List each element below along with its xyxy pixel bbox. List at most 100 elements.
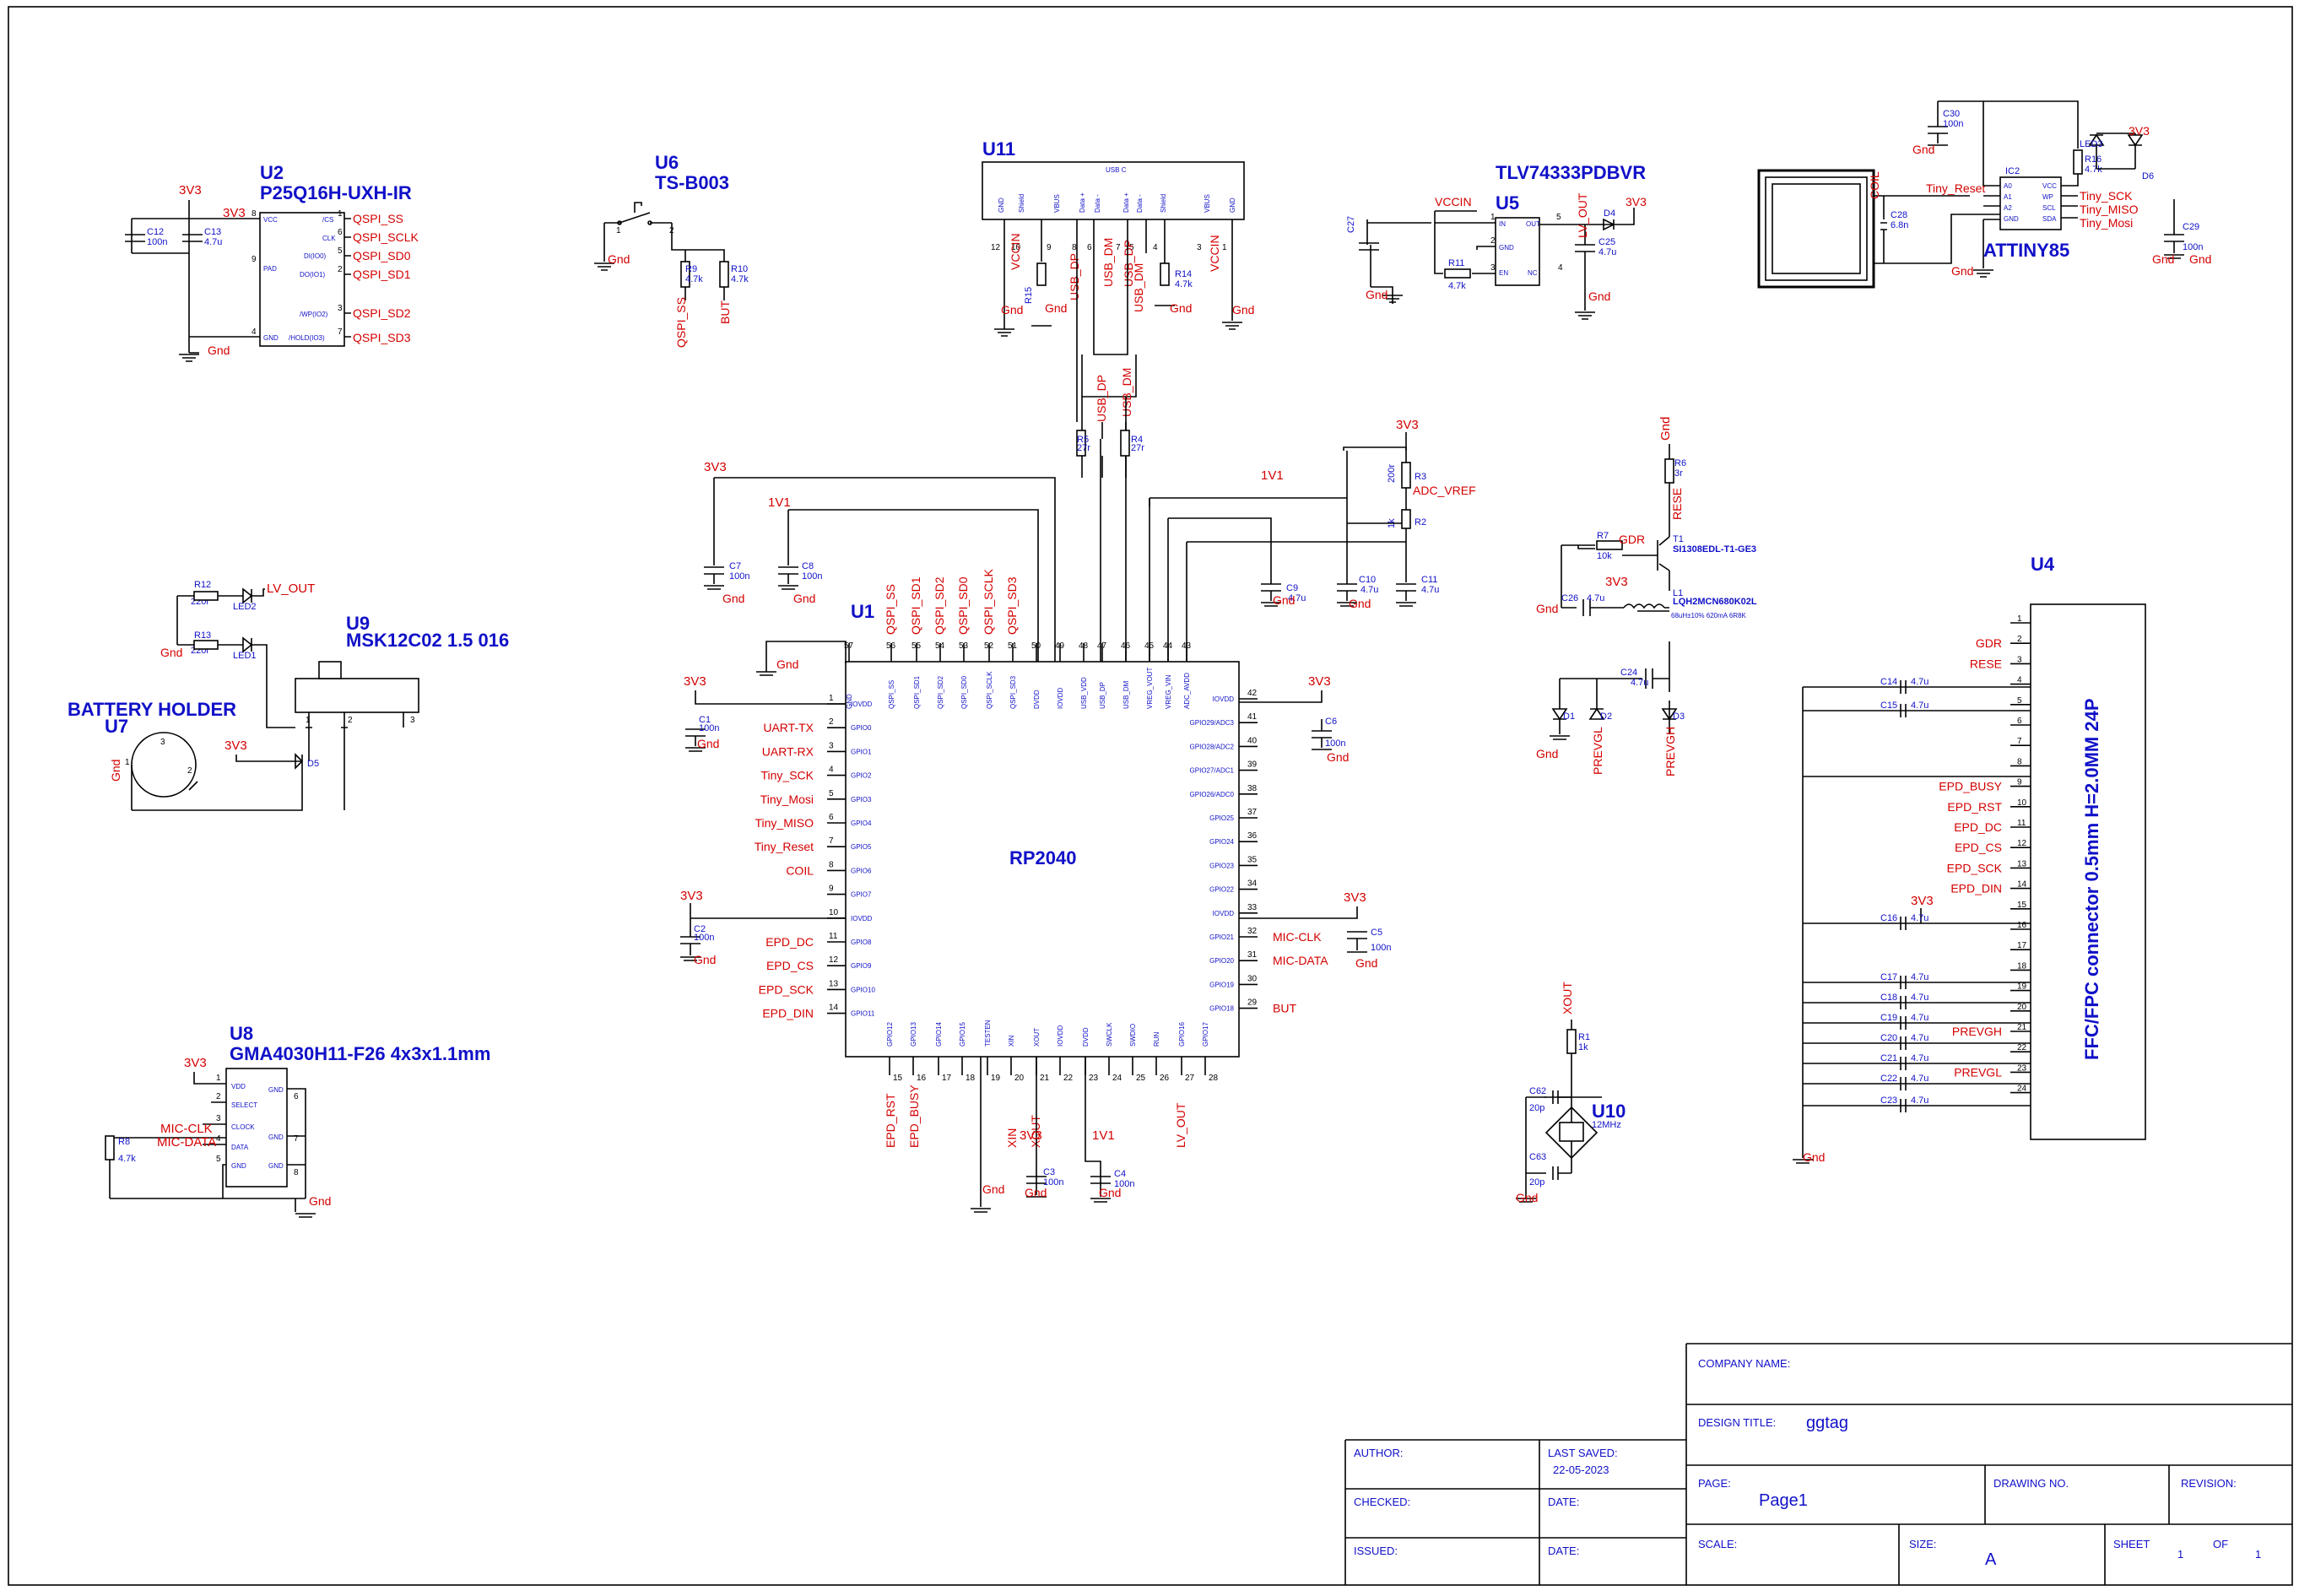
- ic2-net-sck: Tiny_SCK: [2080, 189, 2133, 203]
- u1-pin-name: GPIO27/ADC1: [1190, 767, 1235, 775]
- u4-cap-ref: C20: [1880, 1033, 1897, 1043]
- u1-pin-name: GPIO5: [851, 843, 872, 851]
- u1-pin-name: GPIO10: [851, 986, 875, 993]
- u8-part: GMA4030H11-F26 4x3x1.1mm: [230, 1043, 490, 1064]
- u1-pin-name: USB_DM: [1122, 680, 1130, 709]
- u1-rp2040: U1 RP2040 1IOVDD2GPIO03GPIO14GPIO25GPIO3…: [755, 569, 1329, 1148]
- u2-pin-vcc: VCC: [263, 216, 278, 224]
- tb-design-value: ggtag: [1806, 1414, 1848, 1432]
- svg-text:8: 8: [294, 1168, 299, 1177]
- svg-text:3: 3: [160, 738, 165, 747]
- u1-net-left: Tiny_Reset: [755, 840, 814, 853]
- u1-pin-number: 51: [1008, 641, 1018, 651]
- u4-net: EPD_CS: [1955, 841, 2002, 854]
- r9-val: 4.7k: [685, 274, 703, 284]
- tb-sheet-value: 1: [2177, 1548, 2183, 1561]
- u5-lvout: LV_OUT: [1576, 192, 1589, 238]
- u1-pin-name: IOVDD: [1057, 687, 1064, 709]
- u1-pin-name: ADC_AVDD: [1183, 673, 1191, 709]
- u4-cap-symbol: [1900, 1099, 1907, 1112]
- c6-3v3: 3V3: [1308, 674, 1331, 689]
- u2-net-qspi-sd1: QSPI_SD1: [353, 268, 411, 281]
- adc-vref-label: ADC_VREF: [1413, 484, 1476, 497]
- ic2-pin-vcc: VCC: [2042, 182, 2057, 190]
- tb-drawing-label: DRAWING NO.: [1993, 1477, 2069, 1490]
- u6-net-qspi-ss: QSPI_SS: [674, 297, 688, 348]
- u2-pin-do: DO(IO1): [300, 271, 326, 279]
- c5-ref: C5: [1371, 928, 1382, 938]
- svg-text:2: 2: [1490, 236, 1496, 246]
- u4-cap-ref: C23: [1880, 1096, 1897, 1106]
- ic2-attiny: COIL C28 6.8n A0 A1 A2 GND VCC WP SCL SD…: [1757, 100, 2211, 289]
- u4-cap-val: 4.7u: [1911, 913, 1928, 923]
- u10-crystal: XOUT R1 1k C62 20p C63 20p U10 12MHz Gnd: [1516, 982, 1626, 1204]
- c9-gnd: Gnd: [1273, 593, 1295, 607]
- c2-val: 100n: [694, 933, 714, 943]
- c1-val: 100n: [699, 723, 719, 733]
- u1-pin-name: DVDD: [1082, 1027, 1090, 1047]
- u1-body: [845, 661, 1240, 1058]
- u11-pin-number: 4: [1153, 243, 1158, 252]
- u1-pin-name: QSPI_SD0: [960, 675, 968, 709]
- u1-net-left: Tiny_SCK: [760, 769, 814, 782]
- r9-ref: R9: [685, 264, 697, 274]
- r4-ref: R4: [1131, 435, 1143, 445]
- u4-cap-symbol: [1900, 976, 1907, 989]
- u1-pin-name: QSPI_SCLK: [986, 671, 993, 709]
- led1-ref: LED1: [233, 651, 257, 661]
- u1-net-top: QSPI_SD2: [933, 576, 946, 635]
- usb-dm-label: USB_DM: [1120, 368, 1133, 417]
- u1-pin-name: SWDIO: [1129, 1024, 1137, 1047]
- c6-val: 100n: [1325, 738, 1345, 749]
- c1-ref: C1: [699, 715, 711, 725]
- u5-pin-in: IN: [1499, 220, 1506, 228]
- svg-text:2: 2: [338, 265, 343, 274]
- u9-ref: U9: [346, 613, 370, 634]
- ic2-gnd: Gnd: [1951, 264, 1973, 278]
- u1-pin-name: GPIO3: [851, 796, 872, 803]
- u11-pin-number: 3: [1197, 243, 1202, 252]
- u1-pin-number: 4: [829, 766, 834, 775]
- tb-date-label-2: DATE:: [1548, 1545, 1579, 1557]
- c26-ref: C26: [1561, 593, 1578, 603]
- u2-net-qspi-sd3: QSPI_SD3: [353, 331, 411, 344]
- c4-val: 100n: [1114, 1179, 1134, 1189]
- c63-ref: C63: [1529, 1152, 1546, 1162]
- u4-pin-number: 9: [2017, 778, 2022, 787]
- u11-pin-number: 5: [1129, 243, 1134, 252]
- u1-net-left: UART-RX: [762, 744, 814, 758]
- u5-pin-en: EN: [1499, 269, 1508, 277]
- t1-prevgh: PREVGH: [1663, 727, 1677, 776]
- c10-val: 4.7u: [1360, 585, 1378, 595]
- d2-ref: D2: [1600, 711, 1612, 722]
- c7-3v3: 3V3: [704, 460, 727, 474]
- usb-dp-label: USB_DP: [1095, 375, 1108, 422]
- u1-net-bottom: LV_OUT: [1174, 1102, 1187, 1148]
- u1-pin-name: GPIO20: [1209, 957, 1234, 965]
- u5-ldo: TLV74333PDBVR U5 IN GND EN OUT NC VCCIN …: [1346, 162, 1647, 320]
- svg-text:5: 5: [1556, 213, 1561, 222]
- u4-cap-ref: C14: [1880, 677, 1897, 687]
- u1-net-left: Tiny_MISO: [755, 816, 814, 830]
- tb-company-label: COMPANY NAME:: [1698, 1357, 1790, 1370]
- u1-pin-name: GPIO29/ADC3: [1190, 719, 1235, 727]
- u5-part: TLV74333PDBVR: [1496, 162, 1646, 183]
- u5-pin-nc: NC: [1528, 269, 1538, 277]
- c30-val: 100n: [1943, 119, 1963, 129]
- u11-pin-label: Shield: [1160, 194, 1167, 213]
- u1-pin-name: USB_VDD: [1080, 677, 1088, 709]
- u1-pin-name: IOVDD: [851, 701, 873, 708]
- svg-text:3: 3: [216, 1114, 221, 1123]
- u2-gnd: Gnd: [208, 344, 230, 357]
- u4-ref: U4: [2031, 554, 2055, 575]
- t1-prevgl: PREVGL: [1591, 727, 1604, 775]
- r13-ref: R13: [194, 630, 211, 641]
- svg-text:4: 4: [1558, 263, 1563, 273]
- ic2-pin-scl: SCL: [2042, 204, 2056, 212]
- tb-last-saved-value: 22-05-2023: [1553, 1463, 1609, 1476]
- c8-ref: C8: [802, 561, 814, 571]
- u1-pin-name: GPIO13: [910, 1022, 917, 1047]
- u8-net-data: MIC-DATA: [157, 1135, 216, 1150]
- u4-cap-val: 4.7u: [1911, 1096, 1928, 1106]
